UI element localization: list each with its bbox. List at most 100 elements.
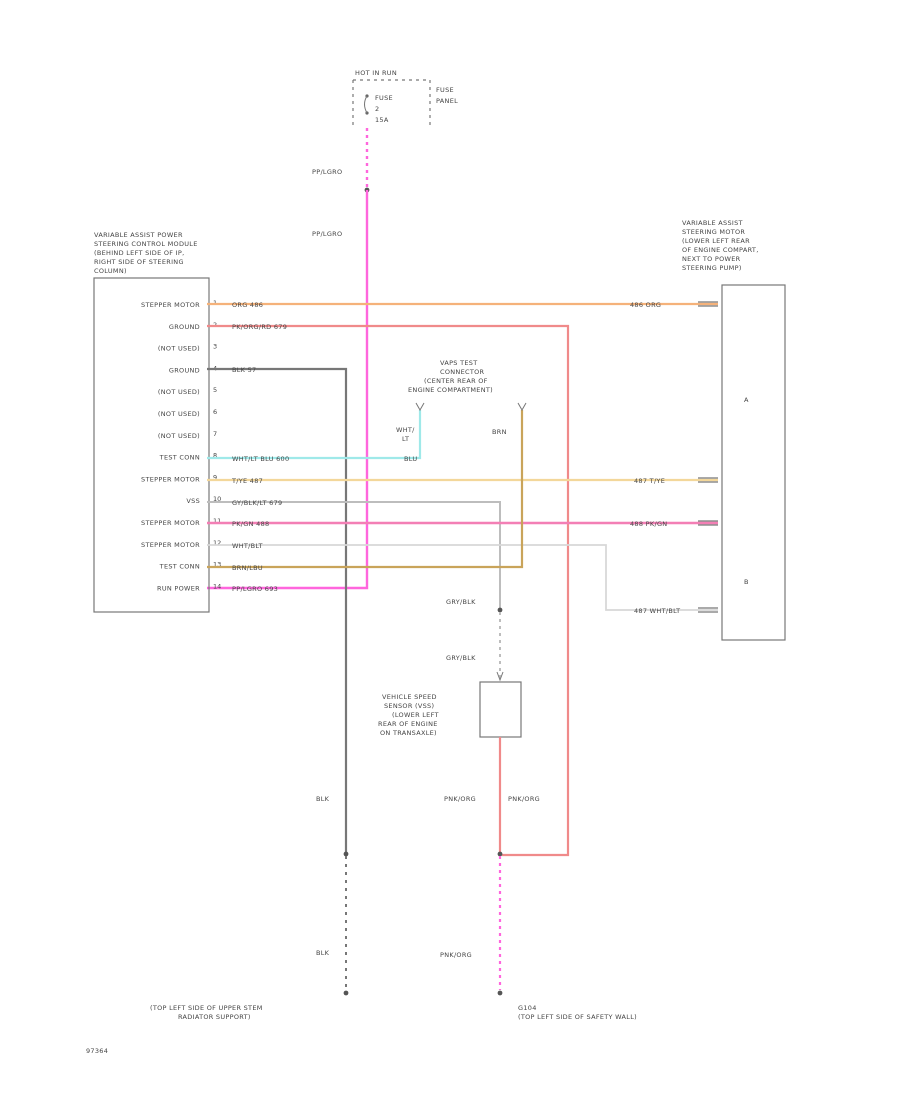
fuse-panel: HOT IN RUN FUSE 2 15A FUSE PANEL: [352, 69, 458, 128]
right-module-pin-a: A: [744, 396, 749, 404]
pin-label-13: TEST CONN: [159, 563, 200, 571]
right-module-title-6: STEERING PUMP): [682, 264, 742, 272]
right-module-title-3: (LOWER LEFT REAR: [682, 237, 750, 245]
pin-label-7: (NOT USED): [158, 432, 200, 440]
wire-pin4-black: [207, 367, 348, 852]
vss-title-4: REAR OF ENGINE: [378, 720, 438, 728]
left-module-box: [93, 277, 210, 613]
fuse-label: FUSE: [375, 94, 393, 102]
pin-label-2: GROUND: [169, 323, 200, 331]
test-conn-title-3: (CENTER REAR OF: [424, 377, 488, 385]
harness-wires: ORG 486 486 ORG PK/ORG/RD 679 BLK 57 WHT…: [207, 301, 718, 857]
run-power-wire-solid: [207, 190, 369, 590]
wire-pin2-label: PK/ORG/RD 679: [232, 323, 287, 331]
wire-pin11-label: PK/GN 488: [232, 520, 269, 528]
vss-title-3: (LOWER LEFT: [392, 711, 439, 719]
fuse-panel-label-2: PANEL: [436, 97, 458, 105]
vss-pk-org-right: PNK/ORG: [508, 795, 540, 803]
pin-number-13: 13: [213, 561, 221, 569]
pin-label-6: (NOT USED): [158, 410, 200, 418]
pin-number-12: 12: [213, 539, 221, 547]
terminal-b1: [698, 520, 718, 526]
left-module-title-4: RIGHT SIDE OF STEERING: [94, 258, 184, 266]
pin-label-10: VSS: [186, 497, 200, 505]
pin-number-6: 6: [213, 408, 217, 416]
vss-connector: [496, 671, 504, 682]
run-power-top-label: PP/LGRO: [312, 168, 342, 176]
wire-pin13-label: BRN/LBU: [232, 564, 263, 572]
pin-number-9: 9: [213, 473, 217, 481]
pin-label-11: STEPPER MOTOR: [141, 519, 200, 527]
figure-id: 97364: [86, 1047, 108, 1055]
vss-top-wire-label: GRY/BLK: [446, 598, 476, 606]
test-conn-title-2: CONNECTOR: [440, 368, 485, 376]
test-conn-brn-label: BRN: [492, 428, 507, 436]
wire-pin8-cyan: [207, 410, 422, 460]
right-module-box: [721, 284, 786, 641]
right-ground-splice: [497, 851, 503, 857]
ground-circuits: BLK BLK (TOP LEFT SIDE OF UPPER STEM RAD…: [150, 795, 637, 1021]
pin-number-14: 14: [213, 582, 221, 590]
test-conn-title-4: ENGINE COMPARTMENT): [408, 386, 493, 394]
hot-in-run-label: HOT IN RUN: [355, 69, 397, 77]
fuse-element: [364, 95, 368, 114]
terminal-b2: [698, 607, 718, 613]
right-module-title-5: NEXT TO POWER: [682, 255, 741, 263]
terminal-a2: [698, 477, 718, 483]
fuse-panel-outline: [352, 79, 431, 128]
pin-label-4: GROUND: [169, 366, 200, 374]
fuse-number: 2: [375, 105, 379, 113]
terminal-a1: [698, 301, 718, 307]
right-ground-wire-label: PNK/ORG: [440, 951, 472, 959]
test-conn-title-1: VAPS TEST: [440, 359, 477, 367]
vaps-test-connector: VAPS TEST CONNECTOR (CENTER REAR OF ENGI…: [396, 359, 527, 463]
pin-number-7: 7: [213, 430, 217, 438]
run-power-wire: PP/LGRO PP/LGRO: [207, 128, 370, 590]
wire-pin10-label: GY/BLK/LT 679: [232, 499, 282, 507]
right-ground-point: [497, 990, 503, 996]
fuse-panel-label-1: FUSE: [436, 86, 454, 94]
vss-bottom-wire-label: GRY/BLK: [446, 654, 476, 662]
vss-pk-org-left: PNK/ORG: [444, 795, 476, 803]
right-connector-terminals: [698, 301, 718, 613]
pin-label-14: RUN POWER: [157, 584, 200, 592]
left-ground-blk-label-2: BLK: [316, 949, 330, 957]
right-module-pin-b: B: [744, 578, 749, 586]
left-module-title-2: STEERING CONTROL MODULE: [94, 240, 198, 248]
wire-pin9-right-label: 487 T/YE: [634, 477, 665, 485]
pin-number-8: 8: [213, 452, 217, 460]
pin-label-8: TEST CONN: [159, 454, 200, 462]
run-power-mid-label: PP/LGRO: [312, 230, 342, 238]
pin-number-5: 5: [213, 386, 217, 394]
left-module-title-1: VARIABLE ASSIST POWER: [94, 231, 183, 239]
right-module-title-2: STEERING MOTOR: [682, 228, 745, 236]
left-ground-splice: [343, 851, 349, 857]
wire-pin8-label: WHT/LT BLU 600: [232, 455, 289, 463]
fuse-amps: 15A: [375, 116, 389, 124]
wire-pin10-gray: [207, 501, 501, 608]
wire-pin12-right-label: 487 WHT/BLT: [634, 607, 680, 615]
left-ground-point: [343, 990, 349, 996]
vss-title-1: VEHICLE SPEED: [382, 693, 437, 701]
vss-title-2: SENSOR (VSS): [384, 702, 434, 710]
wire-pin1-right-label: 486 ORG: [630, 301, 661, 309]
test-conn-wire-label-3: BLU: [404, 455, 417, 463]
wire-pin4-label: BLK 57: [232, 366, 256, 374]
pin-label-3: (NOT USED): [158, 345, 200, 353]
right-ground-id: G104: [518, 1004, 537, 1012]
left-module-title-3: (BEHIND LEFT SIDE OF IP,: [94, 249, 184, 257]
steering-control-module: VARIABLE ASSIST POWER STEERING CONTROL M…: [93, 231, 221, 613]
wire-pin14-label: PP/LGRO 693: [232, 585, 278, 593]
vehicle-speed-sensor: GRY/BLK GRY/BLK VEHICLE SPEED SENSOR (VS…: [378, 598, 540, 852]
steering-motor: VARIABLE ASSIST STEERING MOTOR (LOWER LE…: [682, 219, 786, 641]
test-conn-right-terminal: [517, 402, 527, 412]
left-ground-blk-label: BLK: [316, 795, 330, 803]
left-ground-location-2: RADIATOR SUPPORT): [178, 1013, 251, 1021]
pin-label-1: STEPPER MOTOR: [141, 301, 200, 309]
wire-pin12-label: WHT/BLT: [232, 542, 263, 550]
vss-title-5: ON TRANSAXLE): [380, 729, 437, 737]
vss-box: [479, 681, 522, 738]
wire-pin1-label: ORG 486: [232, 301, 263, 309]
right-ground-location: (TOP LEFT SIDE OF SAFETY WALL): [518, 1013, 637, 1021]
